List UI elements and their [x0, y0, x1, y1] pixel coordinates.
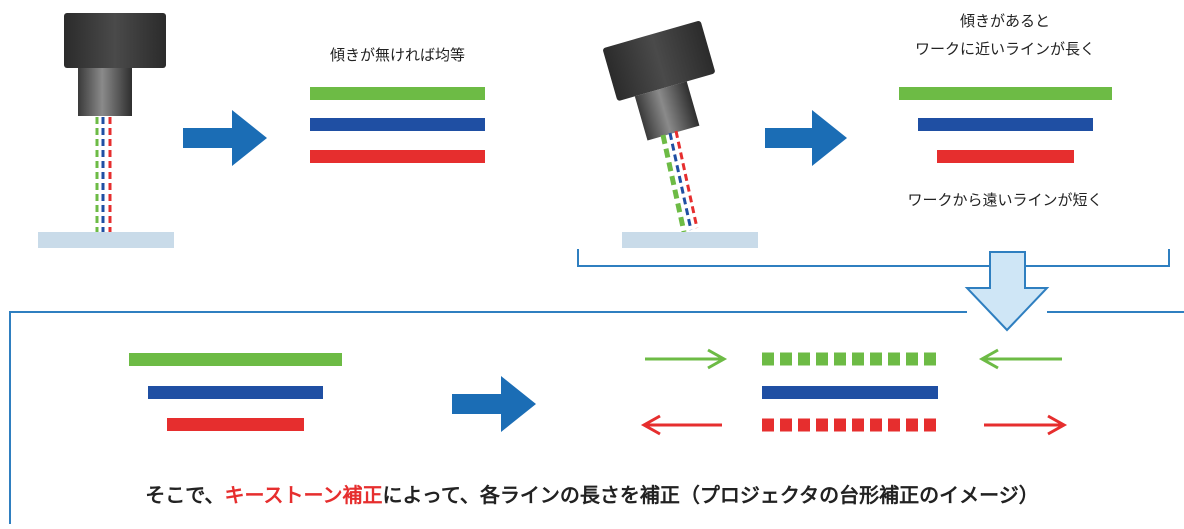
- label-tilt-line1: 傾きがあると: [959, 12, 1050, 30]
- caption-highlight: キーストーン補正: [224, 483, 383, 507]
- label-far-short: ワークから遠いラインが短く: [907, 191, 1103, 209]
- camera-icon: [64, 13, 166, 116]
- bottom-frame: [9, 311, 1184, 524]
- work-plate: [622, 232, 758, 248]
- bracket: [577, 249, 1170, 267]
- camera-icon: [603, 21, 715, 141]
- equal-lines: [310, 87, 485, 163]
- right-arrow-icon: [183, 110, 267, 166]
- compress-arrows: [645, 348, 1062, 370]
- before-lines: [129, 353, 342, 431]
- caption-prefix: そこで、: [145, 483, 225, 507]
- work-plate: [38, 232, 174, 248]
- after-lines: [762, 352, 938, 432]
- caption: そこで、キーストーン補正によって、各ラインの長さを補正（プロジェクタの台形補正の…: [0, 479, 1184, 508]
- label-no-tilt: 傾きが無ければ均等: [329, 46, 465, 64]
- beam-lines-straight: [95, 117, 112, 234]
- unequal-lines: [899, 87, 1112, 163]
- right-arrow-icon: [765, 110, 847, 166]
- stretch-arrows: [640, 414, 1068, 436]
- beam-lines-tilted: [660, 130, 699, 233]
- right-arrow-icon: [452, 376, 536, 432]
- caption-suffix: によって、各ラインの長さを補正（プロジェクタの台形補正のイメージ）: [382, 483, 1039, 507]
- label-tilt-line2: ワークに近いラインが長く: [914, 40, 1095, 58]
- down-arrow-icon: [964, 251, 1050, 332]
